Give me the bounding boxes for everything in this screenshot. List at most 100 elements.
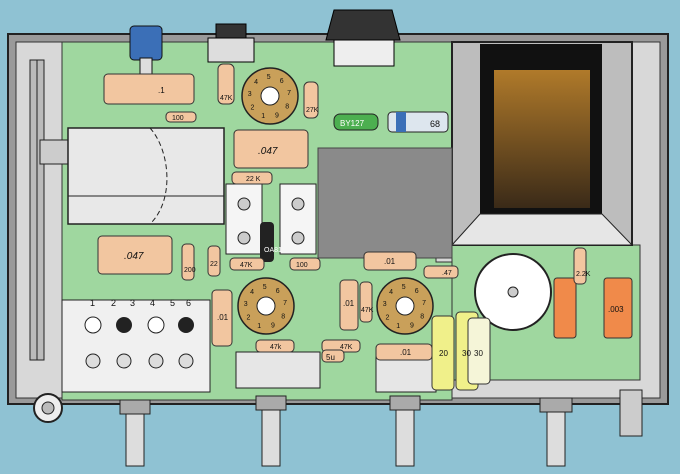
- mains-transformer: [450, 41, 634, 246]
- label-c-20: 20: [439, 349, 448, 358]
- resistor-200: [181, 243, 195, 281]
- terminal-strip: [61, 299, 211, 393]
- terminal-number: 3: [130, 298, 135, 308]
- label-r-0.47: .47: [442, 270, 452, 277]
- socket-pin-number: 5: [267, 74, 271, 81]
- label-r-68: 68: [430, 119, 440, 129]
- valve-socket-top: [241, 67, 299, 125]
- valve-socket-right: [376, 277, 434, 335]
- resistor-47k-vertical: [359, 281, 373, 323]
- capacitor-0.1: [103, 73, 195, 105]
- socket-pin-number: 1: [257, 323, 261, 330]
- socket-pin-number: 6: [280, 78, 284, 85]
- control-shaft-3: [389, 395, 421, 467]
- socket-pin-number: 7: [422, 300, 426, 307]
- label-r-2.2k: 2.2K: [576, 271, 591, 278]
- label-r-27k: 27K: [306, 107, 319, 114]
- capacitor-orange-left: [553, 277, 577, 339]
- label-diode-oa81: OA81: [264, 247, 282, 254]
- label-r-47k-bottom2: 47K: [340, 344, 353, 351]
- socket-pin-number: 6: [276, 288, 280, 295]
- socket-pin-number: 7: [287, 90, 291, 97]
- capacitor-0.047-left: [97, 235, 173, 275]
- label-c-0.01-bottom: .01: [400, 348, 412, 357]
- label-c-30-1: 30: [462, 349, 471, 358]
- socket-pin-number: 5: [402, 284, 406, 291]
- label-r-47k-mid: 47K: [240, 262, 253, 269]
- resistor-22: [207, 245, 221, 277]
- socket-pin-number: 9: [410, 323, 414, 330]
- resistor-47k-top: [217, 63, 235, 105]
- label-c-0.047-top: .047: [258, 146, 278, 157]
- label-c-0.047-left: .047: [124, 251, 144, 262]
- terminal-numbers: 1 2 3 4 5 6: [90, 298, 191, 308]
- resistor-2.2k: [573, 247, 587, 285]
- valve-socket-left: [237, 277, 295, 335]
- resistor-22k-mid: [231, 171, 273, 185]
- socket-pin-number: 2: [251, 105, 255, 112]
- diode-oa81: [260, 222, 274, 262]
- socket-pin-number: 4: [250, 289, 254, 296]
- socket-pin-number: 3: [244, 301, 248, 308]
- control-shaft-1: [119, 399, 151, 467]
- socket-pin-number: 6: [415, 288, 419, 295]
- resistor-68-band: [396, 112, 406, 132]
- electrolytic-can: [474, 253, 552, 331]
- label-r-47k-top: 47K: [220, 95, 233, 102]
- capacitor-0.047-top: [233, 129, 309, 169]
- control-shaft-2: [255, 395, 287, 467]
- potentiometer-body-1: [235, 351, 321, 389]
- potentiometer-body-2: [375, 355, 437, 393]
- label-r-22: 22: [210, 261, 218, 268]
- socket-pin-number: 4: [389, 289, 393, 296]
- socket-pin-number: 3: [248, 91, 252, 98]
- label-c-30-2: 30: [474, 349, 483, 358]
- socket-pin-number: 8: [420, 313, 424, 320]
- label-r-100-top: 100: [172, 115, 184, 122]
- socket-pin-number: 1: [261, 113, 265, 120]
- socket-pin-number: 7: [283, 300, 287, 307]
- capacitor-0.01-mid: [339, 279, 359, 331]
- resistor-0.47: [423, 265, 459, 279]
- label-r-47k-bottom: 47k: [270, 344, 282, 351]
- resistor-27k: [303, 81, 319, 119]
- resistor-47k-mid: [229, 257, 265, 271]
- label-c-0.01-left: .01: [217, 313, 229, 322]
- diode-by127: [333, 113, 379, 131]
- fuse-bottom-right: [619, 389, 643, 437]
- terminal-number: 5: [170, 298, 175, 308]
- label-c-0.01-mid: .01: [343, 299, 355, 308]
- terminal-number: 6: [186, 298, 191, 308]
- socket-pin-number: 3: [383, 301, 387, 308]
- socket-pin-number: 9: [275, 113, 279, 120]
- dial-drum: [29, 59, 71, 423]
- label-diode-by127: BY127: [340, 119, 365, 128]
- label-c-0.1: .1: [158, 86, 165, 95]
- capacitor-0.01-left: [211, 289, 233, 347]
- socket-pin-number: 8: [285, 103, 289, 110]
- electrolytic-30-2: [467, 317, 491, 385]
- terminal-number: 4: [150, 298, 155, 308]
- label-r-100-mid: 100: [296, 262, 308, 269]
- socket-pin-number: 9: [271, 323, 275, 330]
- capacitor-0.01-top: [363, 251, 417, 271]
- if-transformer-1: [225, 183, 263, 255]
- shield-plate: [317, 147, 453, 259]
- label-r-22k-mid: 22 K: [246, 176, 261, 183]
- socket-pin-number: 8: [281, 313, 285, 320]
- terminal-number: 1: [90, 298, 95, 308]
- label-c-0.01-top: .01: [384, 257, 396, 266]
- label-r-200: 200: [184, 267, 196, 274]
- socket-pin-number: 2: [386, 315, 390, 322]
- label-c-5u: 5u: [326, 353, 335, 362]
- label-c-0.003: .003: [608, 305, 624, 314]
- socket-pin-number: 2: [247, 315, 251, 322]
- trimmer-potentiometer: [129, 25, 163, 79]
- control-shaft-4: [539, 397, 573, 467]
- terminal-number: 2: [111, 298, 116, 308]
- tuning-capacitor: [67, 127, 225, 225]
- if-transformer-2: [279, 183, 317, 255]
- socket-pin-number: 1: [396, 323, 400, 330]
- resistor-100-top: [165, 111, 197, 123]
